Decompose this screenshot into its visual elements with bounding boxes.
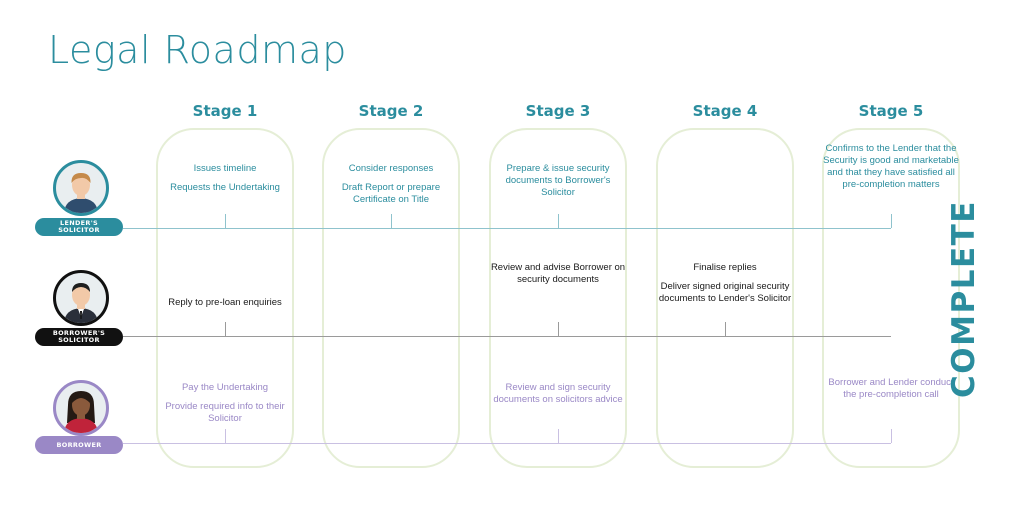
connector-tick [891, 429, 892, 443]
task-text: Review and advise Borrower on security d… [490, 262, 626, 285]
task-text: Pay the Undertaking [181, 382, 269, 393]
stage-column-2 [322, 128, 460, 468]
connector-tick [558, 429, 559, 443]
task-cell-lender-s-solicitor-stage-3: Prepare & issue security documents to Bo… [488, 163, 628, 206]
stage-header-1: Stage 1 [192, 102, 258, 120]
borrower-solicitor-avatar-icon [53, 270, 109, 326]
lender-solicitor-avatar-icon [53, 160, 109, 216]
stage-column-5 [822, 128, 960, 468]
role-label-line: SOLICITOR [58, 226, 100, 234]
task-text: Prepare & issue security documents to Bo… [505, 163, 611, 198]
task-text: Borrower and Lender conduct the pre-comp… [828, 377, 954, 400]
task-text: Review and sign security documents on so… [493, 382, 623, 405]
role-label-line: LENDER'S [60, 219, 98, 227]
complete-label-wrapper: COMPLETE [944, 200, 984, 398]
task-cell-borrower-s-solicitor-stage-3: Review and advise Borrower on security d… [488, 262, 628, 293]
connector-tick [558, 322, 559, 336]
stage-header-3: Stage 3 [525, 102, 591, 120]
task-text: Finalise replies [693, 262, 757, 273]
connector-tick [225, 429, 226, 443]
stage-header-2: Stage 2 [358, 102, 424, 120]
complete-label: COMPLETE [946, 200, 982, 398]
borrower-avatar-icon [53, 380, 109, 436]
stage-header-5: Stage 5 [858, 102, 924, 120]
task-cell-borrower-stage-5: Borrower and Lender conduct the pre-comp… [821, 377, 961, 408]
page-title: Legal Roadmap [48, 28, 347, 72]
task-text: Reply to pre-loan enquiries [168, 297, 282, 308]
task-text: Deliver signed original security documen… [658, 281, 792, 304]
role-label-borrower: BORROWER [35, 436, 123, 454]
connector-tick [391, 214, 392, 228]
task-text: Provide required info to their Solicitor [165, 401, 285, 424]
task-text: Issues timeline [193, 163, 257, 174]
task-text: Confirms to the Lender that the Security… [823, 143, 959, 190]
lane-line-lender-s-solicitor [123, 228, 891, 229]
role-label-line: BORROWER [56, 440, 102, 449]
lane-line-borrower [123, 443, 891, 444]
stage-column-4 [656, 128, 794, 468]
role-label-line: BORROWER'S [52, 329, 106, 337]
task-cell-borrower-stage-3: Review and sign security documents on so… [488, 382, 628, 413]
task-text: Requests the Undertaking [170, 182, 280, 193]
connector-tick [558, 214, 559, 228]
task-text: Draft Report or prepare Certificate on T… [341, 182, 441, 205]
connector-tick [225, 214, 226, 228]
task-cell-lender-s-solicitor-stage-5: Confirms to the Lender that the Security… [821, 143, 961, 198]
lane-line-borrower-s-solicitor [123, 336, 891, 337]
task-cell-borrower-s-solicitor-stage-1: Reply to pre-loan enquiries [155, 297, 295, 316]
stage-column-3 [489, 128, 627, 468]
task-text: Consider responses [348, 163, 434, 174]
connector-tick [891, 214, 892, 228]
connector-tick [725, 322, 726, 336]
stage-column-1 [156, 128, 294, 468]
stage-header-4: Stage 4 [692, 102, 758, 120]
role-label-line: SOLICITOR [58, 336, 100, 344]
connector-tick [225, 322, 226, 336]
